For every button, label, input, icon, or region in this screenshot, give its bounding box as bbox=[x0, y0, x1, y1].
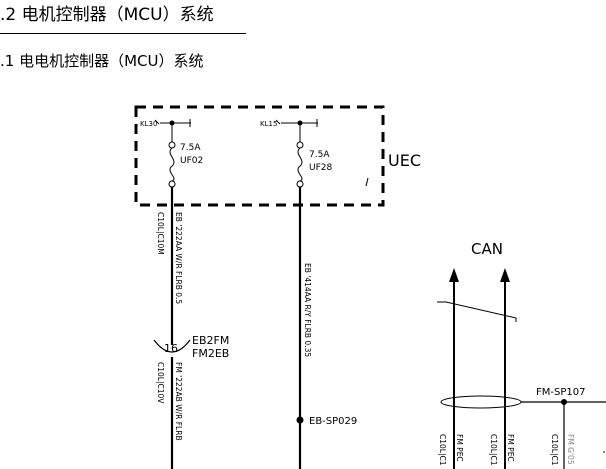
connector-name-b: FM2EB bbox=[192, 347, 229, 360]
fuse-uf02-element bbox=[169, 147, 175, 182]
wire-a-upper-spec: EB '222AA W/R FLRB 0.5 bbox=[174, 212, 183, 304]
wire-a-lower-spec: FM '222AB W/R FLRB bbox=[174, 362, 183, 441]
bottom-label-c-code: C10L|C1 bbox=[550, 434, 559, 466]
kl15-rail-label: KL15 bbox=[260, 120, 277, 128]
fuse-uf02-terminal-top bbox=[168, 141, 176, 149]
splice-eb-sp029-dot bbox=[296, 416, 304, 424]
uec-tick-mark bbox=[365, 177, 369, 187]
connector-pin-number: 16 bbox=[164, 342, 178, 355]
kl15-rail-tick bbox=[275, 119, 281, 125]
bottom-label-c-text: FM G'05 bbox=[566, 434, 575, 465]
fuse-uf02-id: UF02 bbox=[180, 156, 203, 166]
section-title: .2 电机控制器（MCU）系统 bbox=[0, 5, 214, 25]
bottom-label-a-text: FM PEC bbox=[455, 434, 464, 462]
uec-enclosure bbox=[134, 105, 385, 207]
uec-label: UEC bbox=[388, 151, 421, 170]
connector-eb2fm-symbol bbox=[153, 339, 191, 353]
fuse-uf28-rating: 7.5A bbox=[309, 150, 330, 160]
fuse-uf02-terminal-bottom bbox=[168, 180, 176, 188]
bottom-label-b-code: C10L|C1 bbox=[489, 434, 498, 466]
wire-b-spec: EB '414AA R/Y FLRB 0.35 bbox=[303, 263, 312, 357]
kl30-rail-label: KL30 bbox=[140, 120, 157, 128]
subsection-title: .1 电电机控制器（MCU）系统 bbox=[0, 52, 204, 70]
fuse-uf28-element bbox=[297, 147, 303, 182]
section-title-underline bbox=[0, 33, 246, 34]
fuse-uf28-terminal-top bbox=[296, 141, 304, 149]
wire-a-lower-code: C10L|C10V bbox=[156, 362, 165, 404]
can-label: CAN bbox=[471, 240, 503, 258]
bottom-label-b-text: FM PEC bbox=[506, 434, 515, 462]
bottom-label-a-code: C10L|C1 bbox=[438, 434, 447, 466]
can-arrow-left-icon bbox=[449, 268, 459, 282]
fuse-uf02-rating: 7.5A bbox=[180, 143, 201, 153]
kl30-rail-tick bbox=[154, 119, 160, 125]
twisted-pair-marker bbox=[437, 301, 517, 322]
splice-fm-sp107-label: FM-SP107 bbox=[536, 387, 585, 398]
fuse-uf28-terminal-bottom bbox=[296, 180, 304, 188]
can-arrow-right-icon bbox=[500, 268, 510, 282]
fuse-uf28-id: UF28 bbox=[309, 163, 332, 173]
connector-name-a: EB2FM bbox=[192, 334, 229, 347]
splice-eb-sp029-label: EB-SP029 bbox=[309, 416, 357, 427]
wire-a-upper-code: C10L|C10M bbox=[156, 212, 165, 255]
